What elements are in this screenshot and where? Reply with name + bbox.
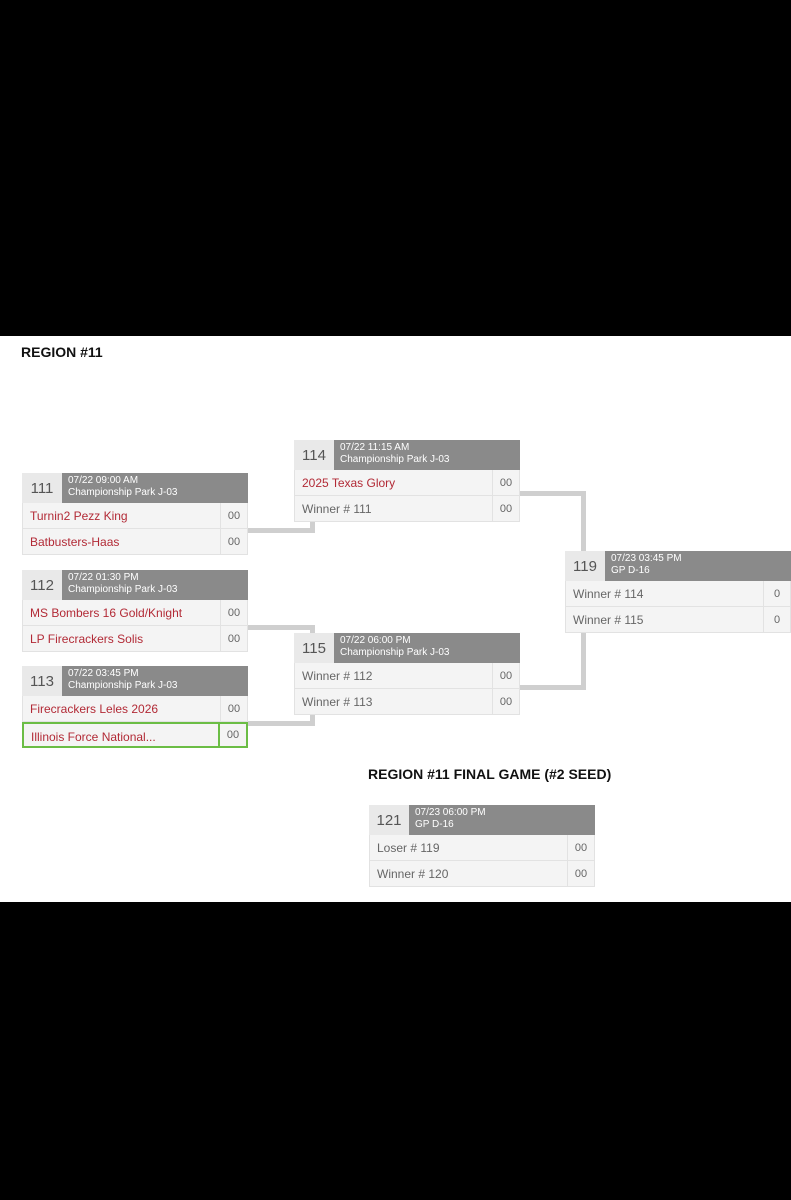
team-row[interactable]: Firecrackers Leles 2026 00	[22, 696, 248, 722]
team-row[interactable]: MS Bombers 16 Gold/Knight 00	[22, 600, 248, 626]
game-header: 119 07/23 03:45 PM GP D-16	[565, 551, 791, 581]
team-score: 00	[220, 529, 247, 554]
game-date: 07/22 06:00 PM	[340, 635, 411, 646]
team-score: 00	[492, 663, 519, 688]
game-121[interactable]: 121 07/23 06:00 PM GP D-16 Loser # 119 0…	[369, 805, 595, 887]
team-row[interactable]: Batbusters-Haas 00	[22, 529, 248, 555]
team-name[interactable]: Winner # 115	[573, 613, 644, 627]
team-row[interactable]: 2025 Texas Glory 00	[294, 470, 520, 496]
game-meta: 07/23 03:45 PM GP D-16	[611, 553, 682, 577]
team-score: 0	[763, 607, 790, 632]
team-name[interactable]: MS Bombers 16 Gold/Knight	[30, 606, 183, 620]
team-name[interactable]: Winner # 112	[302, 669, 373, 683]
team-row[interactable]: Winner # 114 0	[565, 581, 791, 607]
team-score: 00	[220, 600, 247, 625]
team-name[interactable]: Winner # 113	[302, 695, 373, 709]
team-score: 00	[220, 696, 247, 721]
connector-113-115	[248, 721, 314, 726]
game-number: 114	[294, 440, 334, 470]
game-meta: 07/22 06:00 PM Championship Park J-03	[340, 635, 450, 659]
team-score: 00	[492, 470, 519, 495]
team-name[interactable]: 2025 Texas Glory	[302, 476, 396, 490]
game-115[interactable]: 115 07/22 06:00 PM Championship Park J-0…	[294, 633, 520, 715]
game-number: 119	[565, 551, 605, 581]
game-header: 112 07/22 01:30 PM Championship Park J-0…	[22, 570, 248, 600]
game-number: 113	[22, 666, 62, 696]
game-number: 121	[369, 805, 409, 835]
game-meta: 07/22 11:15 AM Championship Park J-03	[340, 442, 450, 466]
game-meta: 07/22 01:30 PM Championship Park J-03	[68, 572, 178, 596]
game-venue: GP D-16	[611, 565, 650, 576]
game-header: 113 07/22 03:45 PM Championship Park J-0…	[22, 666, 248, 696]
team-name[interactable]: Turnin2 Pezz King	[30, 509, 128, 523]
game-112[interactable]: 112 07/22 01:30 PM Championship Park J-0…	[22, 570, 248, 652]
team-score: 00	[492, 496, 519, 521]
team-score: 0	[763, 581, 790, 606]
team-name[interactable]: LP Firecrackers Solis	[30, 632, 144, 646]
team-name[interactable]: Batbusters-Haas	[30, 535, 120, 549]
team-name[interactable]: Loser # 119	[377, 841, 440, 855]
team-name[interactable]: Winner # 120	[377, 867, 449, 881]
game-meta: 07/22 03:45 PM Championship Park J-03	[68, 668, 178, 692]
team-row[interactable]: LP Firecrackers Solis 00	[22, 626, 248, 652]
team-row[interactable]: Winner # 111 00	[294, 496, 520, 522]
region-title: REGION #11	[21, 344, 103, 360]
team-row[interactable]: Winner # 120 00	[369, 861, 595, 887]
game-venue: Championship Park J-03	[340, 647, 450, 658]
game-113[interactable]: 113 07/22 03:45 PM Championship Park J-0…	[22, 666, 248, 748]
game-number: 115	[294, 633, 334, 663]
connector-112-115	[248, 625, 314, 630]
game-meta: 07/23 06:00 PM GP D-16	[415, 807, 486, 831]
game-111[interactable]: 111 07/22 09:00 AM Championship Park J-0…	[22, 473, 248, 555]
team-score: 00	[220, 503, 247, 528]
game-number: 111	[22, 473, 62, 503]
team-name[interactable]: Illinois Force National...	[31, 730, 156, 744]
team-score: 00	[567, 835, 594, 860]
connector-111-114	[248, 528, 314, 533]
team-name[interactable]: Winner # 111	[302, 502, 372, 516]
game-venue: Championship Park J-03	[68, 584, 178, 595]
team-row[interactable]: Winner # 112 00	[294, 663, 520, 689]
connector-115-119	[581, 630, 586, 690]
connector-115-119	[520, 685, 586, 690]
team-name[interactable]: Firecrackers Leles 2026	[30, 702, 159, 716]
game-venue: GP D-16	[415, 819, 454, 830]
team-row[interactable]: Winner # 115 0	[565, 607, 791, 633]
team-score: 00	[492, 689, 519, 714]
game-meta: 07/22 09:00 AM Championship Park J-03	[68, 475, 178, 499]
game-date: 07/23 06:00 PM	[415, 807, 486, 818]
team-name[interactable]: Winner # 114	[573, 587, 644, 601]
final-game-title: REGION #11 FINAL GAME (#2 SEED)	[368, 766, 612, 782]
team-row[interactable]: Loser # 119 00	[369, 835, 595, 861]
game-119[interactable]: 119 07/23 03:45 PM GP D-16 Winner # 114 …	[565, 551, 791, 633]
game-date: 07/22 09:00 AM	[68, 475, 139, 486]
game-date: 07/22 01:30 PM	[68, 572, 139, 583]
game-date: 07/22 03:45 PM	[68, 668, 139, 679]
bracket-panel: REGION #11 111 07/22 09:00 AM Championsh…	[0, 336, 791, 902]
game-venue: Championship Park J-03	[68, 487, 178, 498]
team-score: 00	[567, 861, 594, 886]
game-venue: Championship Park J-03	[68, 680, 178, 691]
game-header: 115 07/22 06:00 PM Championship Park J-0…	[294, 633, 520, 663]
connector-114-119	[520, 491, 586, 496]
game-venue: Championship Park J-03	[340, 454, 450, 465]
game-114[interactable]: 114 07/22 11:15 AM Championship Park J-0…	[294, 440, 520, 522]
connector-114-119	[581, 491, 586, 551]
team-score: 00	[218, 724, 246, 746]
game-date: 07/23 03:45 PM	[611, 553, 682, 564]
team-score: 00	[220, 626, 247, 651]
game-number: 112	[22, 570, 62, 600]
game-header: 114 07/22 11:15 AM Championship Park J-0…	[294, 440, 520, 470]
team-row[interactable]: Turnin2 Pezz King 00	[22, 503, 248, 529]
team-row-selected[interactable]: Illinois Force National... 00	[22, 722, 248, 748]
game-date: 07/22 11:15 AM	[340, 442, 410, 453]
game-header: 111 07/22 09:00 AM Championship Park J-0…	[22, 473, 248, 503]
game-header: 121 07/23 06:00 PM GP D-16	[369, 805, 595, 835]
team-row[interactable]: Winner # 113 00	[294, 689, 520, 715]
